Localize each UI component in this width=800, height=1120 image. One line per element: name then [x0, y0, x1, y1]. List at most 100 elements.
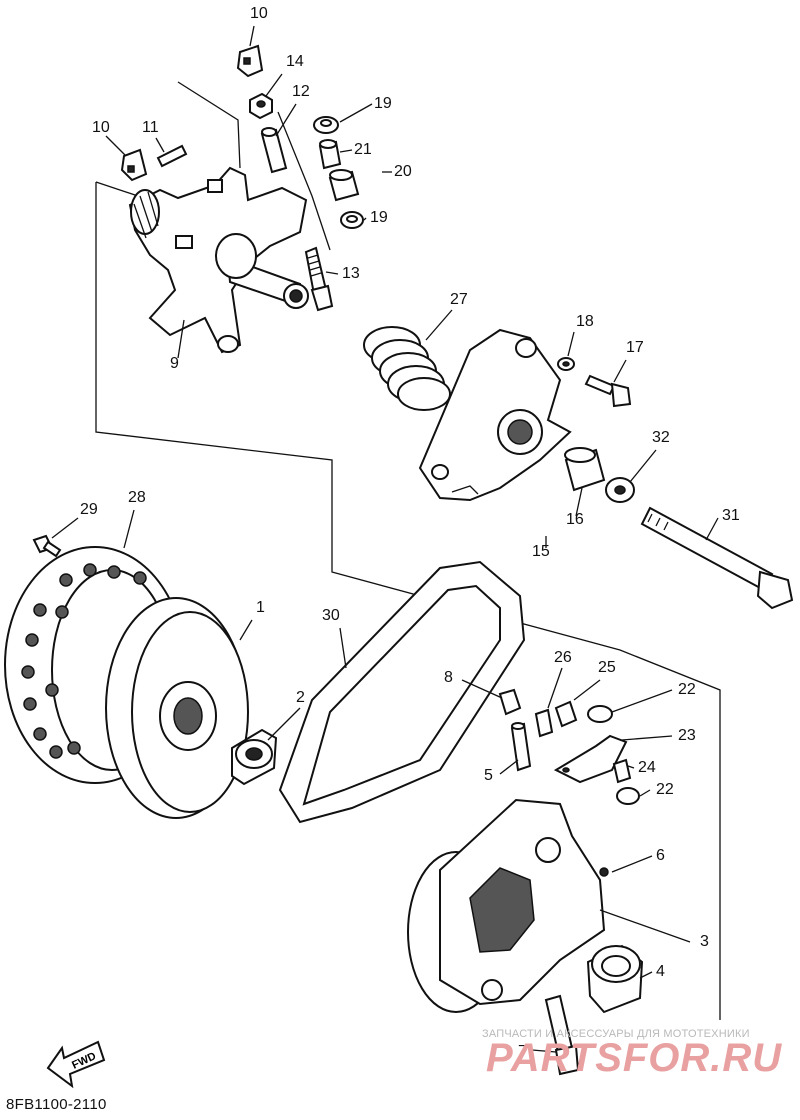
callout-15: 15	[532, 543, 550, 560]
leader-line-21	[339, 149, 353, 153]
assembly-boundary-lines	[95, 81, 721, 1020]
callout-24: 24	[638, 759, 656, 776]
leader-line-29	[51, 517, 79, 539]
callout-17: 17	[626, 339, 644, 356]
callout-31: 31	[722, 507, 740, 524]
washer-part-19-bottom	[340, 211, 364, 229]
callout-22: 22	[678, 681, 696, 698]
drive-belt-part-30	[278, 560, 526, 824]
washer-part-19-top	[313, 116, 339, 134]
leader-line-32	[629, 449, 657, 483]
leader-line-10	[105, 135, 127, 157]
leader-line-17	[613, 359, 627, 383]
callout-10: 10	[250, 5, 268, 22]
leader-line-13	[325, 271, 339, 275]
callout-4: 4	[656, 963, 665, 980]
callout-14: 14	[286, 53, 304, 70]
callout-25: 25	[598, 659, 616, 676]
bushing-part-4	[586, 944, 644, 1014]
leader-line-30	[339, 627, 347, 669]
bolt-part-29	[32, 534, 62, 558]
callout-29: 29	[80, 501, 98, 518]
leader-line-22	[611, 689, 673, 713]
bolt-part-17	[584, 374, 632, 408]
nut-part-8	[498, 688, 522, 716]
leader-line-27	[425, 309, 453, 341]
leader-line-19	[363, 217, 367, 221]
cover-part-15	[418, 328, 572, 502]
callout-18: 18	[576, 313, 594, 330]
leader-line-19	[339, 103, 373, 123]
callout-27: 27	[450, 291, 468, 308]
spider-hub	[128, 166, 309, 354]
leader-line-28	[123, 509, 135, 549]
bushing-part-16	[564, 447, 606, 492]
sheave-assembly-part-3	[407, 798, 609, 1013]
pin-part-11	[156, 144, 188, 168]
hardware-parts-22-26	[534, 700, 640, 805]
spring-part-27	[363, 326, 451, 411]
leader-line-23	[621, 735, 673, 741]
bolt-part-13	[304, 246, 334, 312]
callout-11: 11	[142, 119, 159, 136]
callout-19: 19	[370, 209, 388, 226]
roller-part-20	[328, 169, 360, 202]
callout-20: 20	[394, 163, 412, 180]
callout-30: 30	[322, 607, 340, 624]
nut-part-14	[249, 92, 273, 120]
leader-line-26	[547, 667, 563, 709]
callout-10: 10	[92, 119, 110, 136]
leader-line-16	[575, 487, 583, 517]
leader-line-1	[239, 619, 253, 641]
leader-line-6	[611, 855, 653, 873]
callout-28: 28	[128, 489, 146, 506]
callout-21: 21	[354, 141, 372, 158]
leader-line-12	[275, 103, 297, 137]
collar-part-21	[318, 139, 342, 170]
callout-8: 8	[444, 669, 453, 686]
fwd-arrow-icon: FWD	[46, 1040, 106, 1089]
leader-line-10	[249, 25, 255, 47]
callout-13: 13	[342, 265, 360, 282]
callout-5: 5	[484, 767, 493, 784]
callout-2: 2	[296, 689, 305, 706]
callout-3: 3	[700, 933, 709, 950]
leader-lines	[51, 25, 719, 1053]
leader-line-5	[499, 759, 519, 775]
callout-9: 9	[170, 355, 179, 372]
callout-1: 1	[256, 599, 265, 616]
shaft-part-5	[510, 722, 532, 772]
bolt-part-31	[640, 506, 794, 610]
washer-part-18	[557, 357, 575, 371]
callout-19: 19	[374, 95, 392, 112]
leader-line-9	[177, 319, 185, 359]
spacer-part-2	[231, 728, 278, 786]
callout-16: 16	[566, 511, 584, 528]
callout-7: 7	[518, 1043, 527, 1060]
leader-line-8	[461, 679, 503, 699]
sheave-part-1	[105, 597, 249, 819]
clip-part-10-left	[120, 148, 148, 182]
watermark-tagline: ЗАПЧАСТИ И АКСЕССУАРЫ ДЛЯ МОТОТЕХНИКИ	[482, 1028, 750, 1040]
leader-line-3	[599, 909, 691, 943]
callout-22: 22	[656, 781, 674, 798]
callout-26: 26	[554, 649, 572, 666]
leader-line-14	[265, 73, 283, 97]
leader-line-24	[627, 765, 635, 769]
bolt-part-7	[544, 994, 580, 1076]
callout-32: 32	[652, 429, 670, 446]
leader-line-7	[531, 1049, 557, 1053]
callout-12: 12	[292, 83, 310, 100]
leader-line-11	[155, 137, 165, 153]
leader-line-25	[573, 679, 601, 701]
clip-part-10-top	[236, 44, 264, 78]
leader-line-31	[705, 517, 719, 541]
callout-6: 6	[656, 847, 665, 864]
leader-line-2	[267, 707, 301, 741]
callout-23: 23	[678, 727, 696, 744]
washer-part-32	[605, 477, 635, 503]
leader-line-18	[567, 331, 575, 357]
pin-part-12	[260, 127, 288, 174]
